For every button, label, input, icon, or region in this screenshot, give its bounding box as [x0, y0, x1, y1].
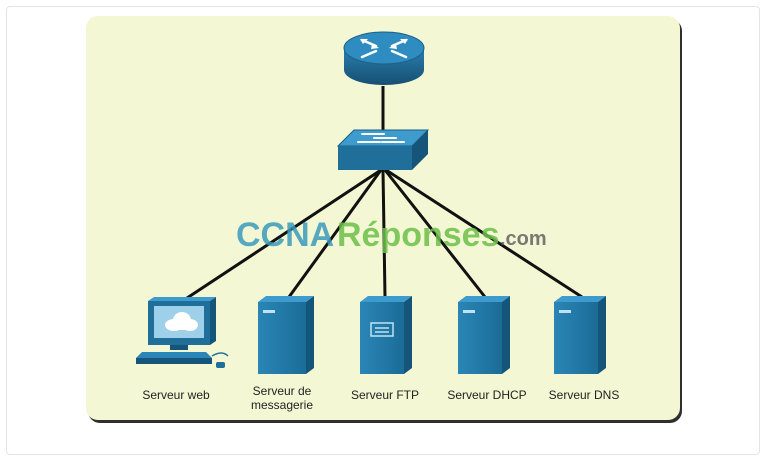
link-switch-dhcp [383, 169, 487, 298]
label-mail-server-line1: Serveur de [253, 384, 312, 398]
link-switch-ftp [381, 169, 387, 298]
link-switch-mail [287, 169, 383, 298]
watermark: CCNA Réponses .com [236, 216, 547, 254]
router-icon[interactable] [343, 31, 425, 85]
dns-server-icon[interactable] [554, 296, 606, 374]
label-mail-server-line2: messagerie [251, 398, 313, 412]
label-web-server: Serveur web [142, 388, 210, 402]
label-dns-server: Serveur DNS [549, 388, 620, 402]
label-ftp-server: Serveur FTP [351, 388, 419, 402]
link-switch-dns [385, 168, 583, 299]
watermark-part2: Réponses [337, 216, 500, 254]
document-icon [370, 322, 394, 337]
watermark-part3: .com [500, 228, 547, 250]
mail-server-icon[interactable] [258, 296, 314, 374]
network-links [183, 86, 583, 302]
label-dhcp-server: Serveur DHCP [447, 388, 526, 402]
switch-icon[interactable] [336, 129, 430, 170]
pc-icon[interactable] [136, 297, 229, 368]
watermark-part1: CCNA [236, 216, 334, 254]
ftp-server-icon[interactable] [360, 296, 412, 374]
dhcp-server-icon[interactable] [458, 296, 510, 374]
link-switch-web [183, 168, 382, 302]
cloud-icon [165, 312, 198, 331]
